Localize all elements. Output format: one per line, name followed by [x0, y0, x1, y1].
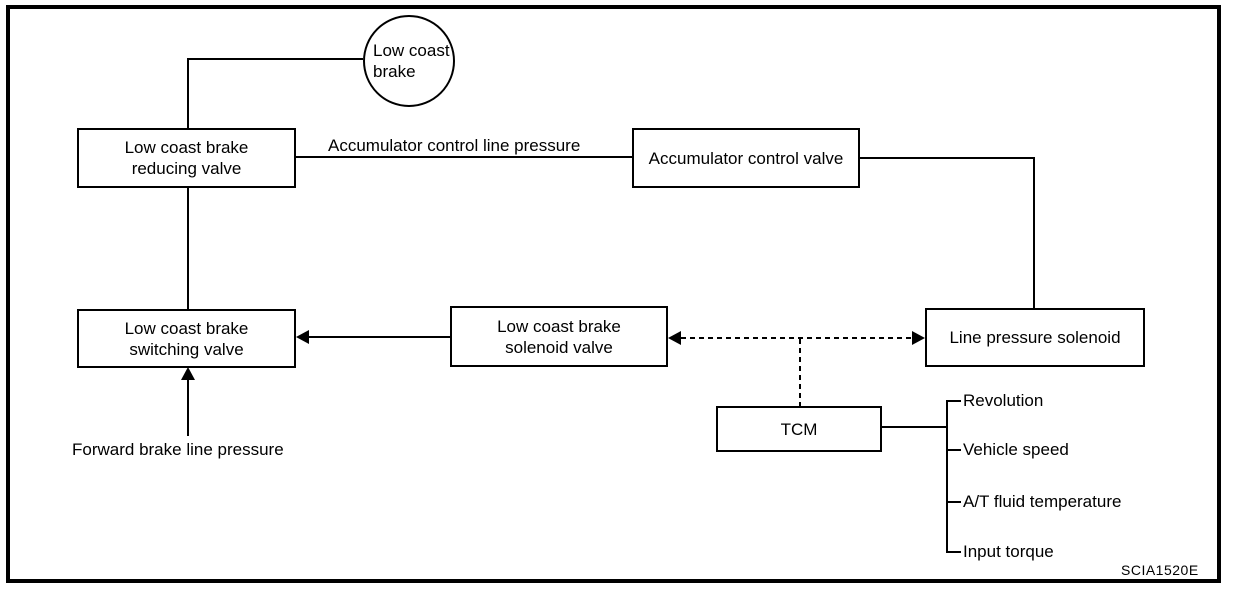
connector-reducing-to-accumulator	[296, 156, 632, 158]
bracket-tick-revolution	[946, 400, 961, 402]
node-low-coast-brake-reducing-valve: Low coast brake reducing valve	[77, 128, 296, 188]
label-accumulator-control-line-pressure: Accumulator control line pressure	[328, 136, 581, 155]
node-low-coast-brake: Low coast brake	[363, 15, 455, 107]
switching-valve-line2: switching valve	[129, 339, 244, 359]
bracket-tick-input-torque	[946, 551, 961, 553]
connector-tcm-to-bracket	[882, 426, 947, 428]
accumulator-control-valve-label: Accumulator control valve	[648, 148, 844, 168]
solenoid-valve-line1: Low coast brake	[497, 316, 621, 336]
solenoid-valve-line2: solenoid valve	[505, 337, 613, 357]
tcm-input-revolution: Revolution	[963, 391, 1044, 410]
line-pressure-solenoid-label: Line pressure solenoid	[949, 328, 1121, 347]
tcm-label: TCM	[780, 419, 818, 439]
bracket-vertical-line	[946, 400, 948, 553]
node-low-coast-brake-solenoid-valve: Low coast brake solenoid valve	[450, 306, 668, 367]
connector-dashed-to-tcm	[799, 339, 801, 407]
reducing-valve-line1: Low coast brake	[124, 138, 249, 157]
node-line-pressure-solenoid: Line pressure solenoid	[925, 308, 1145, 367]
switching-valve-line1: Low coast brake	[124, 318, 249, 338]
node-accumulator-control-valve: Accumulator control valve	[632, 128, 860, 188]
node-low-coast-brake-switching-valve: Low coast brake switching valve	[77, 309, 296, 368]
connector-circle-horizontal	[188, 58, 363, 60]
reducing-valve-line2: reducing valve	[131, 159, 242, 178]
arrowhead-right-into-line-pressure-solenoid	[912, 331, 925, 345]
tcm-input-at-fluid-temperature: A/T fluid temperature	[963, 492, 1122, 511]
bracket-tick-vehicle-speed	[946, 449, 961, 451]
tcm-input-vehicle-speed: Vehicle speed	[963, 440, 1069, 459]
label-forward-brake-line-pressure: Forward brake line pressure	[72, 440, 284, 459]
connector-dashed-solenoid-to-line-pressure	[681, 337, 913, 339]
tcm-input-input-torque: Input torque	[963, 542, 1054, 561]
arrowhead-left-into-switching-valve	[296, 330, 309, 344]
connector-accumulator-right	[860, 157, 1035, 159]
connector-down-to-line-pressure-solenoid	[1033, 157, 1035, 308]
connector-reducing-to-switching	[187, 186, 189, 309]
arrowhead-up-into-switching-valve	[181, 367, 195, 380]
connector-circle-vertical	[187, 58, 189, 130]
figure-code: SCIA1520E	[1121, 562, 1199, 578]
diagram-border-frame	[6, 5, 1221, 583]
node-low-coast-brake-line2: brake	[373, 62, 416, 81]
bracket-tick-at-fluid-temperature	[946, 501, 961, 503]
connector-solenoid-to-switching	[307, 336, 450, 338]
node-low-coast-brake-line1: Low coast	[373, 41, 450, 60]
connector-forward-brake-pressure	[187, 379, 189, 436]
node-tcm: TCM	[716, 406, 882, 452]
arrowhead-left-into-solenoid-valve	[668, 331, 681, 345]
